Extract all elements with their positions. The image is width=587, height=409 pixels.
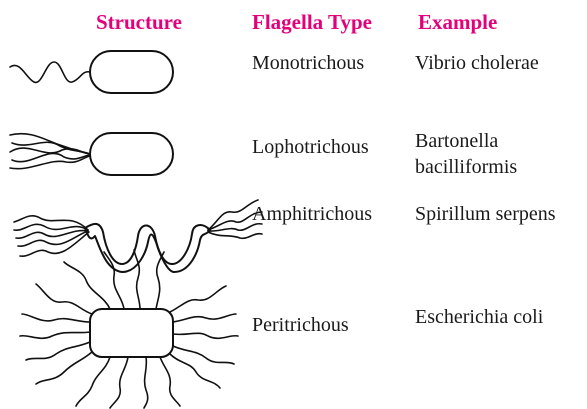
type-label-amphitrichous: Amphitrichous (252, 203, 372, 226)
example-label-amphitrichous: Spirillum serpens (415, 203, 556, 226)
lophotrichous-bacterium-icon (10, 133, 173, 175)
type-label-peritrichous: Peritrichous (252, 314, 349, 337)
type-label-lophotrichous: Lophotrichous (252, 136, 369, 159)
type-label-monotrichous: Monotrichous (252, 52, 364, 75)
example-label-lophotrichous-line1: Bartonella (415, 130, 498, 153)
monotrichous-bacterium-icon (10, 51, 173, 93)
peritrichous-bacterium-icon (20, 250, 238, 408)
example-label-monotrichous: Vibrio cholerae (415, 52, 539, 75)
example-label-peritrichous: Escherichia coli (415, 306, 543, 329)
example-label-lophotrichous-line2: bacilliformis (415, 156, 517, 179)
